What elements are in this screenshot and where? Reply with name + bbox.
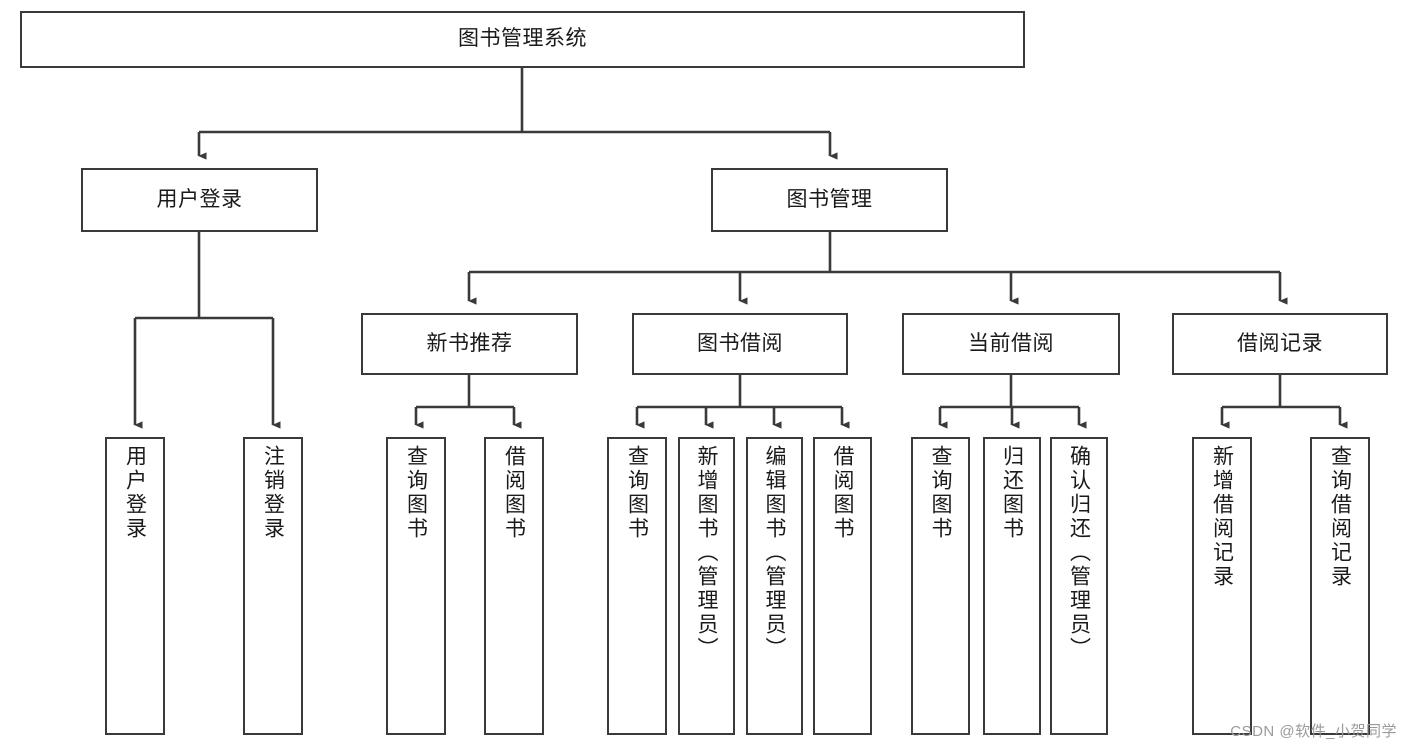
node-label: 借阅记录 xyxy=(1237,331,1323,355)
node-leaf-logout-login[interactable]: 注销登录 xyxy=(243,437,303,735)
node-current-borrow[interactable]: 当前借阅 xyxy=(902,313,1120,375)
node-leaf-add-borrow-record[interactable]: 新增借阅记录 xyxy=(1192,437,1252,735)
node-book-borrow[interactable]: 图书借阅 xyxy=(632,313,848,375)
node-label: 查询图书 xyxy=(929,445,952,541)
node-leaf-borrow-book-1[interactable]: 借阅图书 xyxy=(484,437,544,735)
node-label: 图书借阅 xyxy=(697,331,783,355)
node-leaf-borrow-book-2[interactable]: 借阅图书 xyxy=(813,437,872,735)
node-leaf-add-book-admin[interactable]: 新增图书（管理员） xyxy=(678,437,735,735)
node-label: 归还图书 xyxy=(1000,445,1024,541)
node-book-manage[interactable]: 图书管理 xyxy=(711,168,948,232)
node-label: 确认归还（管理员） xyxy=(1067,445,1091,661)
node-borrow-record[interactable]: 借阅记录 xyxy=(1172,313,1388,375)
node-label: 当前借阅 xyxy=(968,331,1054,355)
node-label: 查询借阅记录 xyxy=(1328,445,1352,589)
node-label: 注销登录 xyxy=(261,445,285,541)
node-leaf-query-book-3[interactable]: 查询图书 xyxy=(911,437,970,735)
node-label: 用户登录 xyxy=(123,445,147,541)
node-label: 编辑图书（管理员） xyxy=(763,445,786,661)
node-label: 新增图书（管理员） xyxy=(695,445,718,661)
node-user-login[interactable]: 用户登录 xyxy=(81,168,318,232)
node-leaf-query-book-2[interactable]: 查询图书 xyxy=(607,437,667,735)
node-label: 用户登录 xyxy=(156,187,243,211)
node-leaf-query-borrow-record[interactable]: 查询借阅记录 xyxy=(1310,437,1370,735)
node-leaf-return-book[interactable]: 归还图书 xyxy=(983,437,1041,735)
node-label: 新书推荐 xyxy=(426,331,513,355)
node-label: 新增借阅记录 xyxy=(1210,445,1234,589)
node-leaf-user-login[interactable]: 用户登录 xyxy=(105,437,165,735)
node-leaf-edit-book-admin[interactable]: 编辑图书（管理员） xyxy=(746,437,803,735)
node-label: 查询图书 xyxy=(404,445,428,541)
node-label: 借阅图书 xyxy=(831,445,854,541)
node-leaf-confirm-return-admin[interactable]: 确认归还（管理员） xyxy=(1050,437,1108,735)
node-label: 查询图书 xyxy=(625,445,649,541)
node-root-system[interactable]: 图书管理系统 xyxy=(20,11,1025,68)
node-label: 图书管理 xyxy=(786,187,873,211)
node-label: 借阅图书 xyxy=(502,445,526,541)
node-leaf-query-book-1[interactable]: 查询图书 xyxy=(386,437,446,735)
node-new-book-recommend[interactable]: 新书推荐 xyxy=(361,313,578,375)
watermark-text: CSDN @软件_小贺同学 xyxy=(1230,723,1397,740)
node-label: 图书管理系统 xyxy=(458,27,587,51)
